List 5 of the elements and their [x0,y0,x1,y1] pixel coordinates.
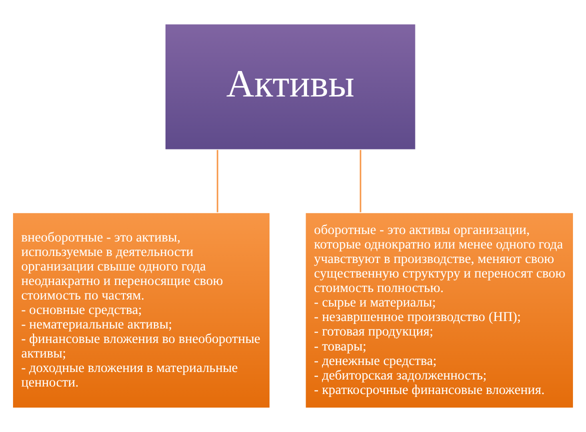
connector [360,150,362,212]
node-box: внеоборотные - это активы, используемые в деятельности организации свыше одного года неоднакратно и переносящие свою стоимость по частям. - основные средства; - нематериальные активы; - финансовые вложения во внеоборотные активы; - доходные вложения в материальные ценности. [12,212,270,409]
node-box: оборотные - это активы организации, которые однократно или менее одного года учавствуют в производстве, меняют свою существенную структуру и переносят свою стоимость полностью. - сырье и материалы; - незавршенное производство (НП); - готовая продукция; - товары; - денежные средства; - дебиторская задолженность; - краткосрочные финансовые вложения. [304,212,574,409]
node-box: Активы [164,23,416,150]
connector [216,150,218,212]
